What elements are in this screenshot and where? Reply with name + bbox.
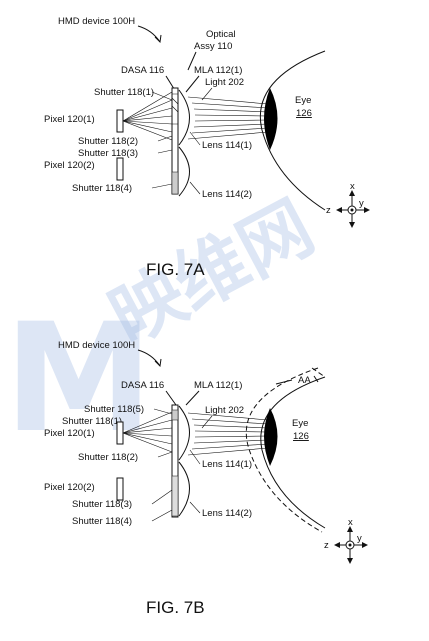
pixel-120-1: [116, 421, 124, 445]
hmd-device-label: HMD device 100H: [58, 16, 135, 27]
axes-glyph: x y z: [324, 517, 368, 564]
figure-7b: HMD device 100H DASA 116 MLA 112(1) Shut…: [44, 340, 368, 617]
dasa-label: DASA 116: [121, 380, 164, 391]
shutter-label: Shutter 118(1): [94, 87, 154, 98]
shutter-118-4: [171, 475, 179, 517]
pixel-label: Pixel 120(1): [44, 428, 95, 439]
eye-number: 126: [293, 431, 309, 442]
pixel-label: Pixel 120(1): [44, 114, 95, 125]
eye-lens: [264, 408, 278, 466]
eye-outline-displaced: [245, 367, 323, 533]
watermark-logo: M: [4, 292, 153, 466]
eye-label: Eye: [295, 95, 311, 106]
shutter-4-label: Shutter 118(4): [72, 516, 132, 527]
lens-114-1: [178, 405, 190, 461]
hmd-leader: [137, 25, 161, 43]
watermark-text: 映维网: [97, 184, 327, 360]
lens-114-2: [178, 146, 190, 197]
axis-z: z: [326, 205, 331, 216]
pixel-120-2: [116, 157, 124, 181]
axis-y: y: [357, 533, 362, 544]
shutter-3-label: Shutter 118(3): [78, 148, 138, 159]
optical-assy-label-2: Assy 110: [194, 41, 232, 52]
lens-114-2: [178, 461, 190, 517]
pixel-2-label: Pixel 120(2): [44, 160, 95, 171]
hmd-arrowhead: [154, 34, 162, 44]
eye-number: 126: [296, 108, 312, 119]
eye-outline: [259, 50, 326, 211]
lens-1-label: Lens 114(1): [202, 459, 252, 470]
watermark: M 映维网: [4, 184, 327, 466]
eye-outline: [260, 376, 326, 529]
pixel-120-1: [116, 109, 124, 133]
pixel-rays: [122, 411, 173, 453]
axis-z: z: [324, 540, 329, 551]
axis-x: x: [350, 181, 355, 192]
collimated-light: [187, 96, 269, 140]
axis-x: x: [348, 517, 353, 528]
mla-leader: [185, 75, 200, 93]
pixel-2-label: Pixel 120(2): [44, 482, 95, 493]
mla-label: MLA 112(1): [194, 380, 242, 391]
lens-1-label: Lens 114(1): [202, 140, 252, 151]
light-leader: [201, 87, 213, 101]
dasa-label: DASA 116: [121, 65, 164, 76]
eye-lens: [264, 88, 278, 150]
light-label: Light 202: [205, 405, 244, 416]
pixel-120-2: [116, 477, 124, 501]
hmd-device-label: HMD device 100H: [58, 340, 135, 351]
shutter-1-label: Shutter 118(1): [62, 416, 122, 427]
shutter-3-label: Shutter 118(3): [72, 499, 132, 510]
fig-7a-caption: FIG. 7A: [146, 260, 205, 279]
optical-assy-leader: [187, 51, 197, 71]
lens-2-label: Lens 114(2): [202, 189, 252, 200]
lens-2-label: Lens 114(2): [202, 508, 252, 519]
shutter-4-label: Shutter 118(4): [72, 183, 132, 194]
aa-label: AA: [298, 375, 311, 386]
lens-114-1: [178, 89, 190, 146]
figure-7a: HMD device 100H Optical Assy 110 DASA 11…: [44, 16, 370, 279]
shutter-2-label: Shutter 118(2): [78, 452, 138, 463]
light-label: Light 202: [205, 77, 244, 88]
optical-assy-label-1: Optical: [206, 29, 236, 40]
eye-label: Eye: [292, 418, 308, 429]
shutter-2-label: Shutter 118(2): [78, 136, 138, 147]
axis-y: y: [359, 198, 364, 209]
shutter-118-1: [171, 93, 179, 125]
dasa-strip: [171, 404, 179, 518]
axes-glyph: x y z: [326, 181, 370, 228]
shutter-5-label: Shutter 118(5): [84, 404, 144, 415]
fig-7b-caption: FIG. 7B: [146, 598, 205, 617]
pixel-rays: [122, 91, 173, 141]
shutter-leader: [151, 91, 173, 101]
mla-label: MLA 112(1): [194, 65, 242, 76]
shutter-118-5: [171, 409, 179, 421]
collimated-light: [187, 412, 269, 456]
shutter-118-4: [171, 171, 179, 195]
